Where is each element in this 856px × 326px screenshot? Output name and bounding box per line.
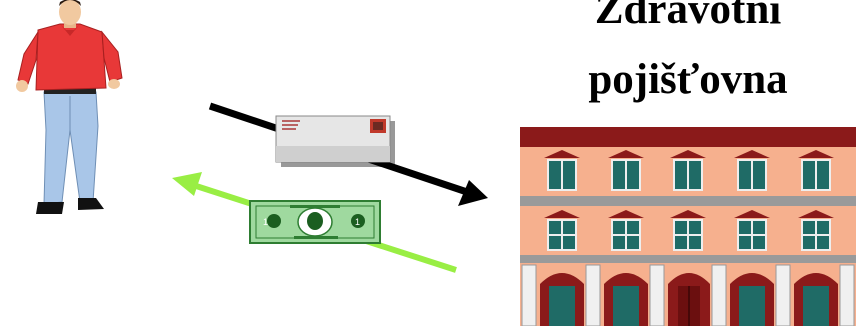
title-line-2: pojišťovna	[520, 58, 856, 101]
dollar-bill-icon: 1 1	[250, 201, 380, 243]
title-line-1: Zdravotní	[520, 0, 856, 31]
building-icon	[520, 127, 856, 326]
person-icon	[16, 0, 122, 214]
envelope-icon	[276, 116, 395, 167]
svg-text:1: 1	[355, 217, 360, 227]
svg-text:1: 1	[263, 217, 268, 227]
